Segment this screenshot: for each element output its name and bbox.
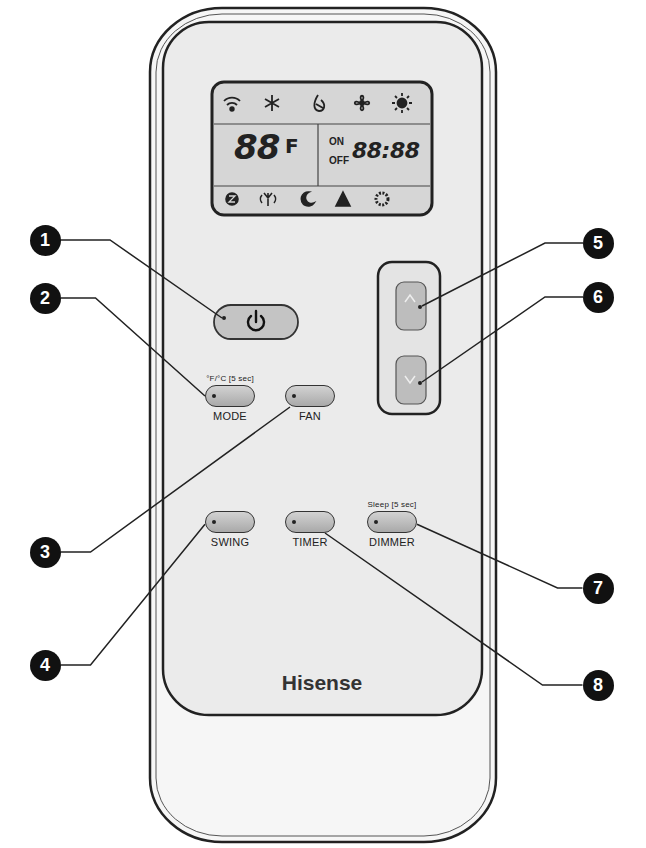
power-button bbox=[214, 305, 298, 339]
callout-number: 2 bbox=[40, 288, 50, 309]
button-dot bbox=[418, 381, 422, 385]
callout-number: 8 bbox=[593, 675, 603, 696]
button-dot bbox=[418, 305, 422, 309]
leader-line bbox=[60, 240, 222, 318]
heat-icon bbox=[398, 99, 407, 108]
button-label: DIMMER bbox=[369, 536, 415, 548]
warning-icon bbox=[336, 192, 350, 206]
button-label: SWING bbox=[211, 536, 249, 548]
sleep-icon bbox=[301, 192, 314, 206]
lcd-timer-off: OFF bbox=[329, 155, 349, 166]
leader-line bbox=[422, 297, 583, 382]
lcd-divider bbox=[214, 185, 430, 186]
lcd-clock: 88:88 bbox=[352, 138, 420, 163]
lcd-display: 88F ON OFF88:88 bbox=[212, 82, 432, 215]
mode-button: °F/°C [5 sec]MODE bbox=[205, 385, 255, 407]
button-dot bbox=[292, 394, 296, 398]
lcd-divider bbox=[214, 123, 430, 124]
callout-number: 4 bbox=[40, 655, 50, 676]
timer-button: TIMER bbox=[285, 511, 335, 533]
front-panel bbox=[163, 22, 482, 715]
down-button bbox=[396, 356, 426, 404]
leader-line bbox=[417, 524, 583, 588]
dry-icon bbox=[314, 95, 324, 111]
callout-number: 6 bbox=[593, 287, 603, 308]
callout-circle: 7 bbox=[583, 573, 614, 604]
lcd-divider bbox=[317, 124, 318, 186]
dimmer-button: Sleep [5 sec]DIMMER bbox=[367, 511, 417, 533]
leader-line bbox=[61, 524, 206, 665]
leader-line bbox=[325, 533, 583, 685]
remote-body-edge bbox=[156, 14, 490, 836]
temperature-key-frame bbox=[378, 262, 440, 414]
secondary-label: °F/°C [5 sec] bbox=[206, 374, 254, 383]
callout-circle: 3 bbox=[30, 537, 61, 568]
fan-button: FAN bbox=[285, 385, 335, 407]
cool-icon bbox=[265, 95, 279, 111]
up-arrow bbox=[405, 295, 415, 302]
eco-icon bbox=[226, 193, 238, 205]
down-arrow bbox=[405, 376, 415, 383]
fan-icon bbox=[360, 101, 364, 105]
button-dot bbox=[212, 520, 216, 524]
callout-number: 1 bbox=[40, 230, 50, 251]
lcd-display bbox=[212, 82, 432, 215]
power-symbol bbox=[248, 311, 264, 330]
lcd-temperature: 88 bbox=[234, 127, 279, 167]
fan-icon bbox=[355, 96, 370, 111]
heat-icon bbox=[392, 93, 412, 113]
button-label: TIMER bbox=[292, 536, 327, 548]
callout-circle: 5 bbox=[583, 228, 614, 259]
button-label: FAN bbox=[299, 410, 321, 422]
leader-lines bbox=[60, 240, 583, 382]
signal-icon bbox=[260, 193, 275, 206]
leader-line bbox=[61, 298, 206, 396]
brand-name: Hisense bbox=[282, 671, 363, 695]
callout-number: 5 bbox=[593, 233, 603, 254]
callout-circle: 6 bbox=[583, 282, 614, 313]
callout-number: 3 bbox=[40, 542, 50, 563]
button-dot bbox=[212, 394, 216, 398]
lcd-mode-icons bbox=[224, 93, 412, 113]
button-dot bbox=[292, 520, 296, 524]
callout-circle: 4 bbox=[30, 650, 61, 681]
callout-circle: 1 bbox=[30, 225, 61, 256]
secondary-label: Sleep [5 sec] bbox=[368, 500, 417, 509]
button-dot bbox=[222, 316, 226, 320]
button-label: MODE bbox=[213, 410, 247, 422]
auto-icon bbox=[376, 193, 388, 205]
lcd-timer-on: ON bbox=[329, 136, 344, 147]
eco-icon bbox=[229, 196, 235, 202]
remote-body bbox=[150, 8, 496, 842]
front-panel: Hisense88FONOFF88:88°F/°C [5 sec]MODEFAN… bbox=[163, 22, 482, 715]
wireless-icon bbox=[224, 98, 240, 105]
lcd-status-icons bbox=[226, 192, 388, 206]
callout-number: 7 bbox=[593, 578, 603, 599]
swing-button: SWING bbox=[205, 511, 255, 533]
up-button bbox=[396, 282, 426, 330]
wireless-icon bbox=[230, 107, 234, 111]
callout-circle: 2 bbox=[30, 283, 61, 314]
button-dot bbox=[374, 520, 378, 524]
leader-line bbox=[61, 407, 291, 552]
lcd-unit: F bbox=[285, 134, 299, 158]
callout-circle: 8 bbox=[583, 670, 614, 701]
